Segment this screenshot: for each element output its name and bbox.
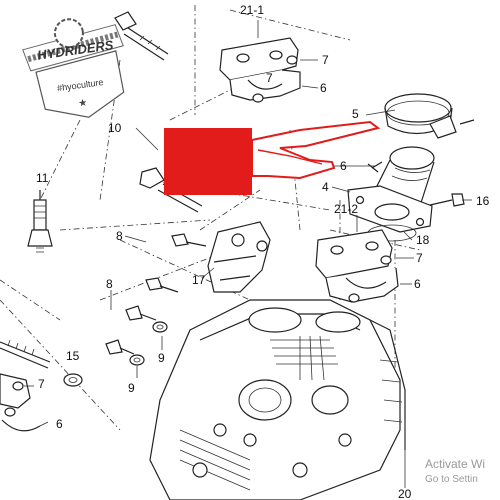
bolts-and-washers [105,233,207,366]
rocker-mount-17 [207,221,271,293]
red-highlight-box [164,128,252,195]
gear-icon [53,18,84,49]
rocker-bracket-21-1 [219,37,301,103]
red-pointer-arrow [251,120,381,180]
part-label-16: 16 [476,194,490,208]
part-label-15: 15 [66,349,80,363]
part-label-6: 6 [414,277,421,291]
part-label-9: 9 [158,351,165,365]
part-label-8: 8 [106,277,113,291]
rocker-bracket-21-2 [315,229,399,303]
hydriders-logo: HYDRIDERS #hyoculture ★ [22,18,125,118]
rocker-bracket-lower-left [0,373,41,432]
part-label-6: 6 [320,81,327,95]
part-label-21-1: 21-1 [240,3,264,17]
part-label-4: 4 [322,180,329,194]
part-label-7: 7 [322,53,329,67]
activate-windows-watermark: Activate Wi Go to Settin [425,456,485,488]
leader-lines [24,20,472,488]
part-label-8: 8 [116,229,123,243]
part-label-6: 6 [340,159,347,173]
part-label-20: 20 [398,487,412,500]
part-label-7: 7 [38,377,45,391]
long-bolt-top [114,11,169,61]
part-label-5: 5 [352,107,359,121]
watermark-line-2: Go to Settin [425,474,478,485]
watermark-line-1: Activate Wi [425,457,486,471]
star-icon: ★ [78,97,88,109]
stud-15 [0,339,83,387]
part-label-21-2: 21-2 [334,202,358,216]
cylinder-head-20 [149,299,406,500]
part-label-7: 7 [416,251,423,265]
spark-plug-11 [27,190,53,253]
part-label-11: 11 [36,171,49,185]
part-label-7: 7 [266,71,273,85]
part-label-9: 9 [128,381,135,395]
part-label-18: 18 [416,233,430,247]
part-number-labels: 21-1 7 7 6 5 10 6 11 4 16 21-2 18 8 7 6 … [36,3,490,500]
part-label-6: 6 [56,417,63,431]
hose-clamp-5 [384,93,475,139]
part-label-17: 17 [192,273,206,287]
part-label-10: 10 [108,121,122,135]
red-highlight [164,120,381,195]
intake-pipe-4 [347,146,465,242]
